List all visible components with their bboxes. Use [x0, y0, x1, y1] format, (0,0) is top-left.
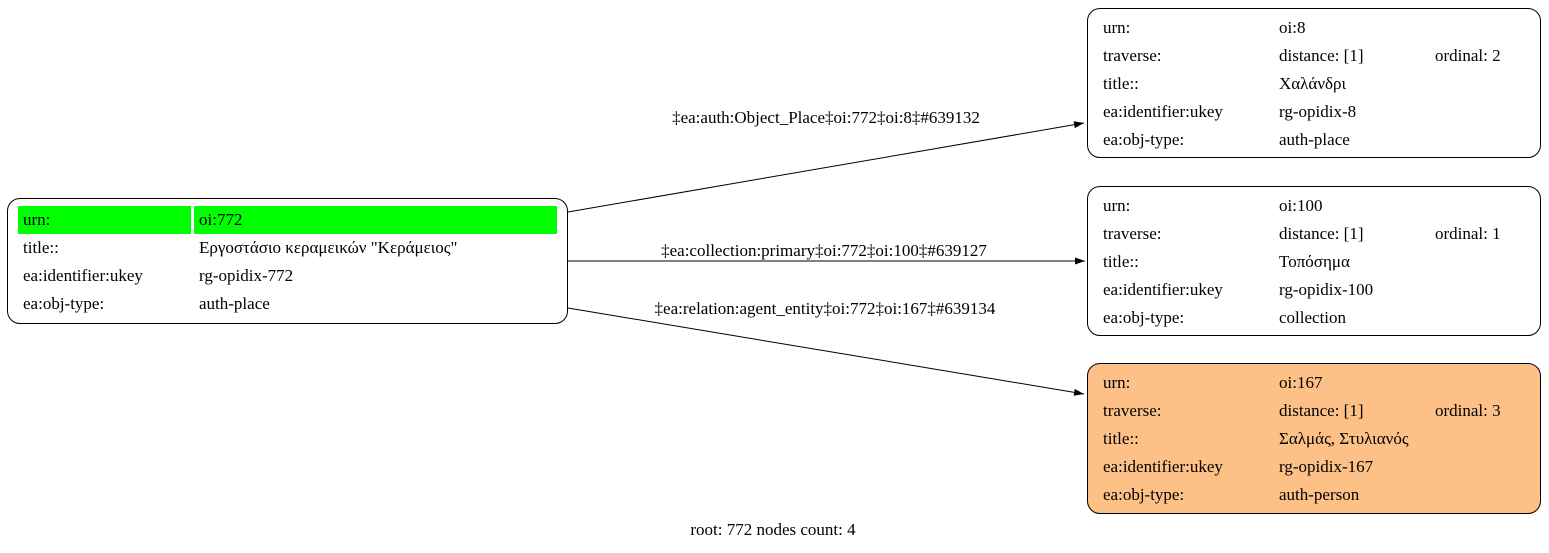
- root-ukey-value: rg-opidix-772: [199, 266, 294, 285]
- graph-caption: root: 772 nodes count: 4: [690, 520, 856, 539]
- ordinal-value: ordinal: 1: [1435, 224, 1501, 243]
- objtype-value: auth-person: [1279, 485, 1360, 504]
- objtype-label: ea:obj-type:: [1103, 485, 1185, 504]
- title-value: Σαλμάς, Στυλιανός: [1279, 429, 1409, 448]
- ukey-label: ea:identifier:ukey: [1103, 280, 1223, 299]
- root-urn-row: urn: oi:772: [18, 206, 557, 234]
- root-objtype-label: ea:obj-type:: [23, 294, 105, 313]
- urn-label: urn:: [1103, 373, 1131, 392]
- title-value: Τοπόσημα: [1279, 252, 1350, 271]
- root-objtype-value: auth-place: [199, 294, 270, 313]
- root-ukey-row: ea:identifier:ukey rg-opidix-772: [18, 262, 557, 290]
- traverse-row: traverse: distance: [1] ordinal: 3: [1098, 397, 1530, 425]
- edge-label-collection-primary: ‡ea:collection:primary‡oi:772‡oi:100‡#63…: [661, 241, 987, 260]
- traverse-label: traverse:: [1103, 224, 1162, 243]
- traverse-label: traverse:: [1103, 401, 1162, 420]
- objtype-row: ea:obj-type: collection: [1098, 304, 1530, 332]
- urn-value: oi:167: [1279, 373, 1323, 392]
- node-oi-100[interactable]: urn: oi:100 traverse: distance: [1] ordi…: [1087, 186, 1541, 336]
- urn-label: urn:: [1103, 18, 1131, 37]
- distance-value: distance: [1]: [1279, 224, 1364, 243]
- ukey-value: rg-opidix-8: [1279, 102, 1357, 121]
- ukey-label: ea:identifier:ukey: [1103, 457, 1223, 476]
- objtype-value: auth-place: [1279, 130, 1350, 149]
- urn-value: oi:8: [1279, 18, 1306, 37]
- title-row: title:: Σαλμάς, Στυλιανός: [1098, 425, 1530, 453]
- root-objtype-row: ea:obj-type: auth-place: [18, 290, 557, 318]
- root-title-value: Εργοστάσιο κεραμεικών "Κεράμειος": [199, 238, 458, 257]
- urn-label: urn:: [1103, 196, 1131, 215]
- title-row: title:: Τοπόσημα: [1098, 248, 1530, 276]
- traverse-row: traverse: distance: [1] ordinal: 2: [1098, 42, 1530, 70]
- title-value: Χαλάνδρι: [1279, 74, 1347, 93]
- root-urn-value: oi:772: [194, 206, 557, 234]
- node-root-oi-772[interactable]: urn: oi:772 title:: Εργοστάσιο κεραμεικώ…: [7, 198, 568, 324]
- root-ukey-label: ea:identifier:ukey: [23, 266, 143, 285]
- ordinal-value: ordinal: 2: [1435, 46, 1501, 65]
- ukey-row: ea:identifier:ukey rg-opidix-8: [1098, 98, 1530, 126]
- title-label: title::: [1103, 429, 1139, 448]
- objtype-row: ea:obj-type: auth-person: [1098, 481, 1530, 509]
- edge-label-auth-object-place: ‡ea:auth:Object_Place‡oi:772‡oi:8‡#63913…: [672, 108, 980, 127]
- traverse-label: traverse:: [1103, 46, 1162, 65]
- urn-value: oi:100: [1279, 196, 1323, 215]
- root-title-row: title:: Εργοστάσιο κεραμεικών "Κεράμειος…: [18, 234, 557, 262]
- distance-value: distance: [1]: [1279, 46, 1364, 65]
- edge-label-relation-agent-entity: ‡ea:relation:agent_entity‡oi:772‡oi:167‡…: [654, 299, 996, 318]
- objtype-value: collection: [1279, 308, 1347, 327]
- title-label: title::: [1103, 74, 1139, 93]
- urn-row: urn: oi:100: [1098, 192, 1530, 220]
- ordinal-value: ordinal: 3: [1435, 401, 1501, 420]
- urn-row: urn: oi:8: [1098, 14, 1530, 42]
- title-row: title:: Χαλάνδρι: [1098, 70, 1530, 98]
- ukey-value: rg-opidix-100: [1279, 280, 1374, 299]
- objtype-row: ea:obj-type: auth-place: [1098, 126, 1530, 154]
- urn-row: urn: oi:167: [1098, 369, 1530, 397]
- objtype-label: ea:obj-type:: [1103, 130, 1185, 149]
- node-oi-167[interactable]: urn: oi:167 traverse: distance: [1] ordi…: [1087, 363, 1541, 514]
- edge-auth-object-place: [567, 121, 1085, 213]
- root-urn-label: urn:: [18, 206, 191, 234]
- root-title-label: title::: [23, 238, 59, 257]
- distance-value: distance: [1]: [1279, 401, 1364, 420]
- ukey-row: ea:identifier:ukey rg-opidix-100: [1098, 276, 1530, 304]
- ukey-label: ea:identifier:ukey: [1103, 102, 1223, 121]
- node-oi-8[interactable]: urn: oi:8 traverse: distance: [1] ordina…: [1087, 8, 1541, 158]
- objtype-label: ea:obj-type:: [1103, 308, 1185, 327]
- traverse-row: traverse: distance: [1] ordinal: 1: [1098, 220, 1530, 248]
- ukey-row: ea:identifier:ukey rg-opidix-167: [1098, 453, 1530, 481]
- title-label: title::: [1103, 252, 1139, 271]
- ukey-value: rg-opidix-167: [1279, 457, 1374, 476]
- edge-relation-agent-entity: [567, 307, 1085, 396]
